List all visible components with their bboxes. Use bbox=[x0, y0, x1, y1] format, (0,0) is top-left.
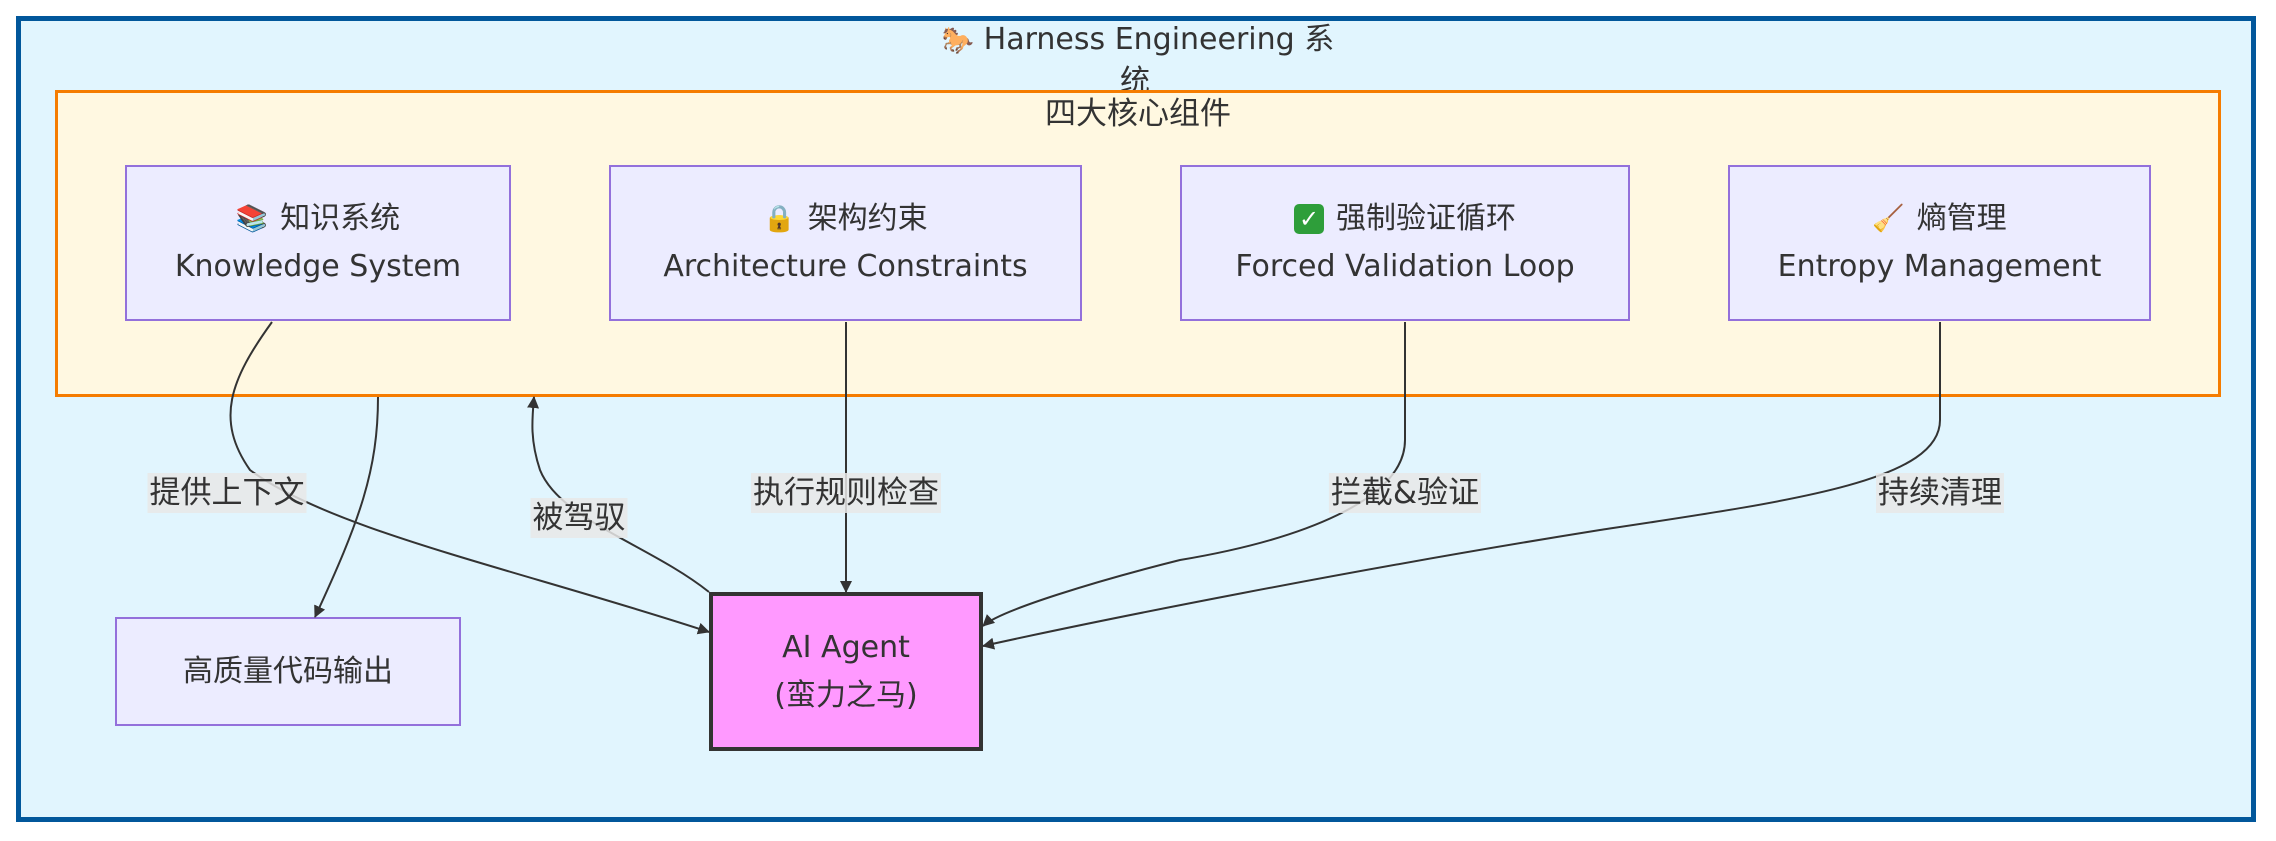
edge-label-intercept-validate: 拦截&验证 bbox=[1328, 473, 1482, 513]
edge-agent-to-subgraph bbox=[527, 396, 710, 593]
agent-line1: AI Agent bbox=[782, 629, 910, 665]
forced-validation-loop-en: Forced Validation Loop bbox=[1235, 249, 1575, 284]
check-mark-button-icon: ✓ bbox=[1294, 204, 1324, 234]
architecture-constraints-zh: 架构约束 bbox=[807, 201, 928, 236]
lock-icon: 🔒 bbox=[763, 204, 796, 234]
architecture-constraints-node[interactable]: 🔒 架构约束 Architecture Constraints bbox=[609, 165, 1082, 321]
entropy-management-zh: 熵管理 bbox=[1916, 201, 2007, 236]
edge-label-continuous-cleanup: 持续清理 bbox=[1876, 473, 2004, 513]
edge-entropy-to-agent bbox=[982, 322, 1941, 650]
edge-subgraph-to-output bbox=[314, 396, 379, 618]
books-icon: 📚 bbox=[235, 204, 269, 234]
knowledge-system-node[interactable]: 📚 知识系统 Knowledge System bbox=[125, 165, 511, 321]
ai-agent-node[interactable]: AI Agent (蛮力之马) bbox=[709, 592, 983, 751]
knowledge-system-zh: 知识系统 bbox=[280, 201, 401, 236]
high-quality-code-output-node[interactable]: 高质量代码输出 bbox=[115, 617, 461, 726]
architecture-constraints-en: Architecture Constraints bbox=[663, 249, 1028, 284]
knowledge-system-en: Knowledge System bbox=[174, 249, 462, 284]
entropy-management-en: Entropy Management bbox=[1777, 249, 2102, 284]
horse-icon: 🐎 bbox=[941, 26, 975, 56]
edge-label-rule-check: 执行规则检查 bbox=[751, 473, 941, 513]
forced-validation-loop-node[interactable]: ✓ 强制验证循环 Forced Validation Loop bbox=[1180, 165, 1630, 321]
broom-icon: 🧹 bbox=[1872, 204, 1905, 234]
entropy-management-node[interactable]: 🧹 熵管理 Entropy Management bbox=[1728, 165, 2151, 321]
edge-label-provide-context: 提供上下文 bbox=[147, 473, 307, 513]
agent-line2: (蛮力之马) bbox=[774, 677, 918, 713]
output-label: 高质量代码输出 bbox=[183, 653, 393, 689]
subgraph-title: 四大核心组件 bbox=[1045, 96, 1231, 132]
edge-label-harnessed: 被驾驭 bbox=[530, 498, 628, 538]
system-title-text: Harness Engineering 系 bbox=[983, 22, 1335, 57]
forced-validation-loop-zh: 强制验证循环 bbox=[1336, 201, 1516, 236]
